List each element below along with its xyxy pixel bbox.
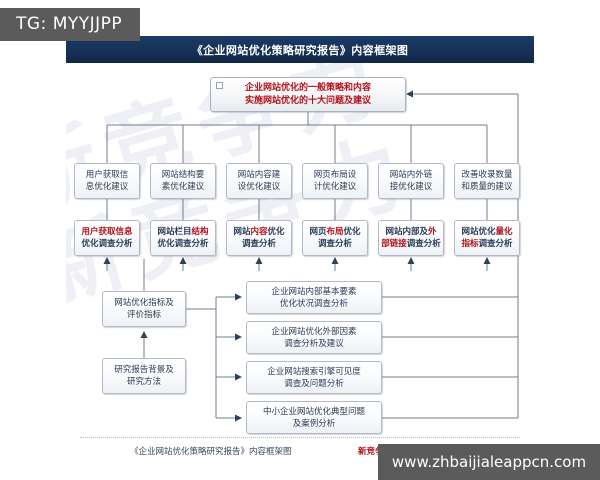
node-row2-5-line1-b: 量化 <box>495 227 513 237</box>
node-row1-5-line1: 改善收录数量 <box>461 170 513 180</box>
footer-title: 《企业网站优化策略研究报告》内容框架图 <box>130 447 292 456</box>
node-indicator-line1: 网站优化指标及 <box>114 298 174 308</box>
node-row2-1-line1-b: 结构 <box>191 227 209 237</box>
node-optimization-indicators[interactable]: 网站优化指标及 评价指标 <box>102 291 186 327</box>
node-row2-5[interactable]: 网站优化量化 指标调查分析 <box>454 220 520 256</box>
node-row1-4[interactable]: 网站内外链 接优化建议 <box>378 163 444 199</box>
footer-divider <box>80 437 520 438</box>
node-row2-5-line1-a: 网站优化 <box>461 227 496 237</box>
node-row1-1-line2: 素优化建议 <box>161 182 205 192</box>
node-row2-2[interactable]: 网站内容优化 调查分析 <box>226 220 292 256</box>
node-right-3-line2: 及案例分析 <box>292 418 336 429</box>
node-row2-2-line1-a: 网站 <box>233 227 251 237</box>
node-row2-3-line2: 调查分析 <box>318 238 352 250</box>
tg-watermark-tag: TG: MYYJJPP <box>0 8 141 41</box>
node-row2-4-line1: 网站内部及外 <box>385 226 436 238</box>
node-row1-0-line2: 息优化建议 <box>85 182 129 192</box>
url-watermark-label: www.zhbaijialeappcn.com <box>391 453 587 471</box>
node-research-method[interactable]: 研究报告背景及 研究方法 <box>102 358 186 394</box>
slide-title-bar: 《企业网站优化策略研究报告》内容框架图 <box>66 36 534 63</box>
diagram-canvas: 企业网站优化的一般策略和内容 实施网站优化的十大问题及建议 用户获取信 息优化建… <box>66 63 534 456</box>
node-row2-5-line1: 网站优化量化 <box>461 226 512 238</box>
node-row2-5-line2-a: 指标 <box>461 239 479 249</box>
node-row1-2[interactable]: 网站内容建 设优化建议 <box>226 163 292 199</box>
node-row2-1[interactable]: 网站栏目结构 优化调查分析 <box>150 220 216 256</box>
connector-lines <box>103 90 519 422</box>
node-row2-4-line2-b: 调查分析 <box>406 239 441 249</box>
node-row1-4-line1: 网站内外链 <box>389 170 433 180</box>
node-row2-4-line2: 部链接调查分析 <box>381 238 441 250</box>
node-row2-3-line1-c: 优化 <box>343 227 361 237</box>
node-right-0-line2: 优化状况调查分析 <box>279 298 348 309</box>
node-row2-5-line2: 指标调查分析 <box>461 238 512 250</box>
node-row2-3-line1-b: 布局 <box>326 227 344 237</box>
node-right-2-line1: 企业网站搜索引擎可见度 <box>267 366 361 377</box>
node-method-line1: 研究报告背景及 <box>114 365 174 375</box>
node-row2-0-line1-a: 用户获取信息 <box>81 227 133 237</box>
node-row2-1-line1: 网站栏目结构 <box>157 226 208 238</box>
node-row2-0-line2-a: 优化调查分析 <box>81 239 133 249</box>
node-row1-5[interactable]: 改善收录数量 和质量的建议 <box>454 163 520 199</box>
node-row1-3-line1: 网页布局设 <box>313 170 357 180</box>
node-right-3-line1: 中小企业网站优化典型问题 <box>262 406 365 417</box>
node-method-line2: 研究方法 <box>126 377 161 387</box>
node-row2-4-line1-b: 外 <box>428 227 437 237</box>
node-right-1-line1: 企业网站优化外部因素 <box>271 326 357 337</box>
node-row2-2-line2-a: 调查分析 <box>241 239 276 249</box>
node-row2-0-line1: 用户获取信息 <box>81 226 132 238</box>
node-root-strategy[interactable]: 企业网站优化的一般策略和内容 实施网站优化的十大问题及建议 <box>210 77 406 112</box>
node-row2-2-line1: 网站内容优化 <box>233 226 284 238</box>
node-row1-0[interactable]: 用户获取信 息优化建议 <box>74 163 140 199</box>
node-right-2[interactable]: 企业网站搜索引擎可见度 调查及问题分析 <box>246 361 382 394</box>
node-row2-0-line2: 优化调查分析 <box>81 238 132 250</box>
node-row1-2-line2: 设优化建议 <box>237 182 281 192</box>
node-row2-1-line2-a: 优化调查分析 <box>157 239 209 249</box>
node-row1-3[interactable]: 网页布局设 计优化建议 <box>302 163 368 199</box>
node-row2-4[interactable]: 网站内部及外 部链接调查分析 <box>378 220 444 256</box>
node-row2-3-line2-a: 调查分析 <box>317 239 352 249</box>
node-row2-1-line2: 优化调查分析 <box>157 238 208 250</box>
node-row2-4-line1-a: 网站内部及 <box>385 227 428 237</box>
tg-watermark-label: TG: MYYJJPP <box>16 14 123 34</box>
node-right-1-line2: 调查分析及建议 <box>284 338 344 349</box>
node-root-line2: 实施网站优化的十大问题及建议 <box>244 95 371 106</box>
node-row2-1-line1-a: 网站栏目 <box>157 227 192 237</box>
node-row1-0-line1: 用户获取信 <box>85 170 129 180</box>
node-right-1[interactable]: 企业网站优化外部因素 调查分析及建议 <box>246 321 382 354</box>
node-row1-2-line1: 网站内容建 <box>237 170 281 180</box>
node-row2-3-line1-a: 网页 <box>309 227 327 237</box>
node-row2-2-line1-b: 内容 <box>250 227 268 237</box>
node-row1-5-line2: 和质量的建议 <box>461 182 513 192</box>
url-watermark: www.zhbaijialeappcn.com <box>378 444 600 480</box>
node-row1-1-line1: 网站结构要 <box>161 170 205 180</box>
node-row2-3-line1: 网页布局优化 <box>309 226 360 238</box>
node-right-0[interactable]: 企业网站内部基本要素 优化状况调查分析 <box>246 281 382 314</box>
node-root-line1: 企业网站优化的一般策略和内容 <box>244 82 371 93</box>
node-right-0-line1: 企业网站内部基本要素 <box>271 286 357 297</box>
node-row2-3[interactable]: 网页布局优化 调查分析 <box>302 220 368 256</box>
node-row2-2-line1-c: 优化 <box>267 227 285 237</box>
node-right-3[interactable]: 中小企业网站优化典型问题 及案例分析 <box>246 401 382 434</box>
node-right-2-line2: 调查及问题分析 <box>284 378 344 389</box>
node-row1-4-line2: 接优化建议 <box>389 182 433 192</box>
node-row1-1[interactable]: 网站结构要 素优化建议 <box>150 163 216 199</box>
node-row2-2-line2: 调查分析 <box>242 238 276 250</box>
node-row2-0[interactable]: 用户获取信息 优化调查分析 <box>74 220 140 256</box>
slide-title: 《企业网站优化策略研究报告》内容框架图 <box>191 43 409 57</box>
slide-canvas: 新竞争力 新竞争力 《企业网站优化策略研究报告》内容框架图 <box>66 36 534 456</box>
node-row2-5-line2-b: 调查分析 <box>478 239 513 249</box>
node-row2-4-line2-a: 部链接 <box>381 239 407 249</box>
node-row1-3-line2: 计优化建议 <box>313 182 357 192</box>
checkbox-icon <box>216 82 223 89</box>
node-indicator-line2: 评价指标 <box>126 310 161 320</box>
